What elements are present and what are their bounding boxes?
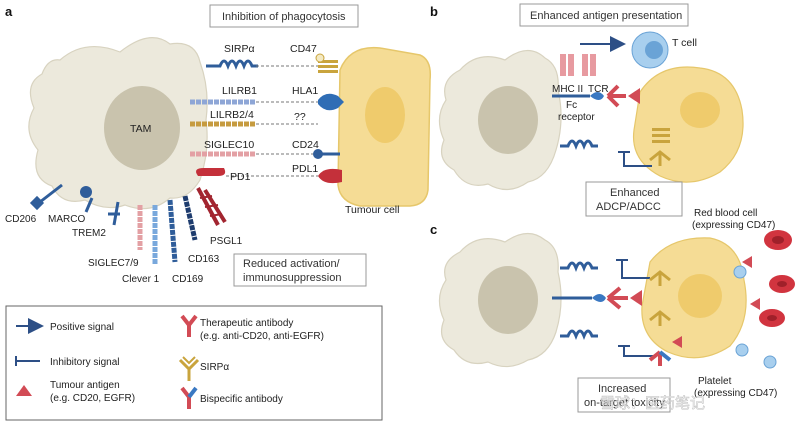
enhanced-line1: Enhanced (610, 187, 660, 199)
legend-sirpa-icon (178, 356, 200, 381)
inhibit-block-c2 (618, 345, 654, 357)
sirpa-receptor-c2 (560, 329, 598, 341)
watermark: 雪球：医药笔记 (600, 394, 705, 412)
tam-label: TAM (130, 123, 151, 135)
tumour-nucleus-c (678, 274, 722, 318)
legend-antigen-sub: (e.g. CD20, EGFR) (50, 393, 135, 404)
label-trem2: TREM2 (72, 228, 106, 239)
bispecific-antibody-c1 (552, 286, 642, 310)
pdl1-ligand (318, 168, 342, 184)
therapeutic-antibody-b (606, 84, 640, 108)
fc-receptor (552, 92, 604, 100)
legend-antigen-label: Tumour antigen (50, 380, 120, 391)
label-siglec79: SIGLEC7/9 (88, 258, 139, 269)
sirpa-receptor-b (560, 139, 598, 151)
tumour-nucleus-b (680, 92, 720, 128)
legend-sirpa-label: SIRPα (200, 362, 229, 373)
legend-antigen: Tumour antigen (e.g. CD20, EGFR) (16, 380, 135, 404)
pair-receptor-4: PD1 (230, 171, 251, 183)
panel-label-c: c (430, 222, 437, 237)
legend-therapeutic-label: Therapeutic antibody (200, 318, 293, 329)
pair-ligand-0: CD47 (290, 43, 317, 55)
marco-receptor (80, 186, 94, 213)
rbc-label-2: (expressing CD47) (692, 220, 775, 231)
legend-bispecific-icon (180, 386, 198, 409)
macrophage-c-nucleus (478, 266, 538, 334)
reduced-line2: immunosuppression (243, 272, 341, 284)
pair-ligand-1: HLA1 (292, 85, 318, 97)
inhibit-block-c1 (616, 259, 650, 279)
pd1-receptor (196, 168, 226, 176)
reduced-line1: Reduced activation/ (243, 258, 341, 270)
label-cd169: CD169 (172, 274, 204, 285)
label-clever1: Clever 1 (122, 274, 160, 285)
cd47-ligand-b (652, 128, 670, 143)
cd47-ligand (315, 53, 338, 73)
t-cell-nucleus (645, 41, 663, 59)
legend-therapeutic-icon (180, 314, 198, 337)
label-cd206: CD206 (5, 214, 37, 225)
inhibition-box (209, 4, 359, 28)
pair-receptor-3: SIGLEC10 (204, 139, 254, 151)
trem2-receptor (108, 201, 120, 226)
legend-bispecific-label: Bispecific antibody (200, 394, 283, 405)
bispecific-antibody-c2 (648, 350, 672, 366)
red-blood-cells (759, 230, 795, 327)
sirpa-antibody-c (649, 270, 671, 326)
pair-receptor-1: LILRB1 (222, 85, 257, 97)
t-cell-label: T cell (672, 37, 697, 49)
cd169-receptor (167, 199, 178, 263)
offtarget-line1: Increased (598, 383, 646, 395)
label-marco: MARCO (48, 214, 85, 225)
reduced-box (233, 253, 367, 287)
antigen-box (519, 3, 689, 27)
label-cd163: CD163 (188, 254, 220, 265)
inhibition-title: Inhibition of phagocytosis (222, 11, 346, 23)
tcr (582, 54, 596, 76)
rbc-label-1: Red blood cell (694, 208, 757, 219)
antigen-title: Enhanced antigen presentation (530, 10, 682, 22)
fc-label-2: receptor (558, 112, 595, 123)
tumour-nucleus-a (365, 87, 405, 143)
label-psgl1: PSGL1 (210, 236, 243, 247)
tam-nucleus (104, 86, 180, 170)
platelet-label-2: (expressing CD47) (694, 388, 777, 399)
legend-therapeutic-sub: (e.g. anti-CD20, anti-EGFR) (200, 331, 324, 342)
pair-ligand-2: ?? (294, 111, 306, 123)
pair-receptor-2: LILRB2/4 (210, 109, 254, 121)
sirpa-receptor-c1 (560, 261, 598, 273)
pair-receptor-0: SIRPα (224, 43, 255, 55)
pair-ligand-3: CD24 (292, 139, 319, 151)
legend-inhibitory-label: Inhibitory signal (50, 357, 119, 368)
pair-ligand-4: PDL1 (292, 163, 318, 175)
legend-positive-label: Positive signal (50, 322, 114, 333)
panel-label-b: b (430, 4, 438, 19)
tumour-cell-label: Tumour cell (345, 204, 399, 216)
inhibit-block-b (618, 151, 652, 167)
platelet-label-1: Platelet (698, 376, 732, 387)
macrophage-b-nucleus (478, 86, 538, 154)
sirpa-antibody-b (649, 150, 671, 166)
cd24-ligand (313, 149, 340, 159)
enhanced-line2: ADCP/ADCC (596, 201, 661, 213)
mhc-ii (560, 54, 574, 76)
offtarget-box (577, 377, 671, 413)
psgl1-receptor (196, 187, 227, 226)
tumour-antigens-c (672, 256, 760, 348)
legend-inhibitory: Inhibitory signal (15, 356, 119, 368)
tcr-label: TCR (588, 84, 609, 95)
panel-label-a: a (5, 4, 13, 19)
cd163-receptor (182, 195, 198, 241)
sirpa-receptor (206, 59, 258, 71)
fc-label-1: Fc (566, 100, 577, 111)
enhanced-box (585, 181, 683, 217)
mhc-label: MHC II (552, 84, 583, 95)
platelets (733, 265, 777, 369)
hla1-ligand (318, 93, 344, 111)
cd206-receptor (29, 183, 63, 211)
legend-positive: Positive signal (16, 318, 114, 334)
offtarget-line2: on-target toxicity (584, 397, 665, 409)
